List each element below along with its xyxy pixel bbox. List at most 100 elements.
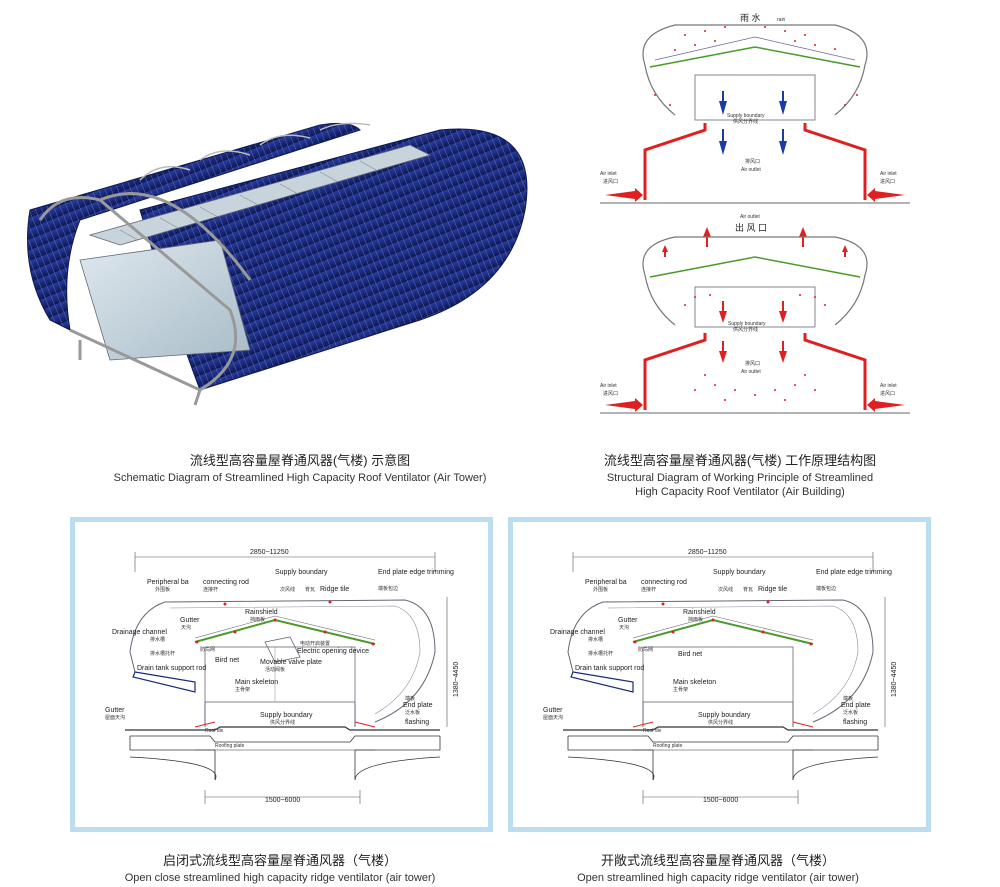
air-inlet-cn-right-2: 进风口 <box>880 390 895 397</box>
lbl-roofing-plate: Roofing plate <box>653 743 683 749</box>
lbl-connecting-rod: connecting rod <box>641 579 687 586</box>
lbl-supply-boundary: Supply boundary <box>275 569 328 576</box>
lbl-supply-boundary-2-cn: 供风分界线 <box>270 719 295 726</box>
bottom-left-caption-en: Open close streamlined high capacity rid… <box>124 872 436 884</box>
lbl-end-plate-cn: 端板 <box>405 695 415 702</box>
bottom-right-caption-cn: 开敞式流线型高容量屋脊通风器（气楼） <box>600 853 835 868</box>
lbl-rainshield: Rainshield <box>683 609 716 616</box>
open-ventilator-section: 2850~11250 1380~4450 1500~6000 Perip <box>543 549 898 804</box>
supply-boundary-cn-2: 供风分界线 <box>733 326 758 333</box>
lbl-rainshield-cn: 挡雨板 <box>250 616 265 623</box>
lbl-main-skeleton-cn: 主骨架 <box>673 686 688 693</box>
lbl-supply-boundary-cn: 次风线 <box>718 586 733 593</box>
ventilator-3d-illustration <box>27 122 528 406</box>
lbl-supply-boundary-2: Supply boundary <box>260 712 313 719</box>
lbl-rainshield: Rainshield <box>245 609 278 616</box>
bottom-right-caption-en: Open streamlined high capacity ridge ven… <box>577 872 859 884</box>
air-outlet-top-cn: 出 风 口 <box>735 222 767 233</box>
lbl-bird-net-cn: 防鸟网 <box>638 646 653 653</box>
lbl-main-skeleton: Main skeleton <box>673 679 716 686</box>
lbl-gutter-2: Gutter <box>543 707 563 714</box>
lbl-ridge-tile: Ridge tile <box>758 586 787 593</box>
dim-bottom: 1500~6000 <box>265 797 300 804</box>
lbl-roof-tile: Roof tile <box>643 728 662 734</box>
air-inlet-cn-left: 进风口 <box>603 178 618 185</box>
lbl-supply-boundary-2: Supply boundary <box>698 712 751 719</box>
lbl-gutter-2-cn: 屋面天沟 <box>105 714 125 721</box>
supply-boundary-en: Supply boundary <box>727 113 765 119</box>
lbl-roof-tile: Roof tile <box>205 728 224 734</box>
glass-panel <box>79 239 251 361</box>
lbl-end-plate: End plate <box>841 702 871 709</box>
air-inlet-cn-right: 进风口 <box>880 178 895 185</box>
bottom-right-frame: 2850~11250 1380~4450 1500~6000 Perip <box>508 517 931 832</box>
lbl-flashing: flashing <box>405 719 429 726</box>
lbl-drain-tank-cn: 排水槽托杆 <box>150 650 175 657</box>
lbl-bird-net-cn: 防鸟网 <box>200 646 215 653</box>
air-outlet-cn-2: 排风口 <box>745 360 760 367</box>
left-shell <box>27 122 361 331</box>
lbl-ridge-tile-cn: 脊瓦 <box>743 586 753 593</box>
lbl-drain-tank: Drain tank support rod <box>575 665 644 672</box>
lbl-main-skeleton: Main skeleton <box>235 679 278 686</box>
dim-top: 2850~11250 <box>688 549 727 556</box>
lbl-electric-cn: 电动开启装置 <box>300 640 330 647</box>
lbl-drainage-channel: Drainage channel <box>112 629 167 636</box>
bottom-left-frame: 2850~11250 1380~4450 <box>70 517 493 832</box>
lbl-end-plate-edge-cn: 端板包边 <box>816 585 836 592</box>
lbl-peripheral-cn: 外围板 <box>155 586 170 593</box>
lbl-gutter-2: Gutter <box>105 707 125 714</box>
air-outlet-top-en: Air outlet <box>740 214 760 220</box>
ridge-slats <box>88 144 432 246</box>
air-outlet-en: Air outlet <box>741 167 761 173</box>
working-principle-panel: 雨 水 rain Supply boundary 供风分界线 <box>595 5 915 435</box>
lbl-drainage-channel-cn: 排水槽 <box>588 636 603 643</box>
lbl-electric: Electric opening device <box>297 648 369 655</box>
lbl-drainage-channel: Drainage channel <box>550 629 605 636</box>
schematic-3d-panel <box>20 60 580 430</box>
dim-side: 1380~4450 <box>891 662 898 697</box>
top-right-caption-en-2: High Capacity Roof Ventilator (Air Build… <box>635 486 845 498</box>
lbl-movable-valve: Movable valve plate <box>260 659 322 666</box>
top-left-caption-cn: 流线型高容量屋脊通风器(气楼) 示意图 <box>189 453 411 468</box>
lbl-end-plate-cn: 端板 <box>843 695 853 702</box>
lbl-supply-boundary: Supply boundary <box>713 569 766 576</box>
lbl-gutter: Gutter <box>618 617 638 624</box>
lbl-main-skeleton-cn: 主骨架 <box>235 686 250 693</box>
lbl-bird-net: Bird net <box>215 657 239 664</box>
dim-top: 2850~11250 <box>250 549 289 556</box>
lbl-supply-boundary-cn: 次风线 <box>280 586 295 593</box>
lbl-connecting-rod: connecting rod <box>203 579 249 586</box>
working-principle-diagram: 雨 水 rain Supply boundary 供风分界线 <box>600 12 910 414</box>
lbl-end-plate-edge: End plate edge trimming <box>378 569 454 576</box>
supply-boundary-cn: 供风分界线 <box>733 118 758 125</box>
lbl-peripheral: Peripheral ba <box>585 579 627 586</box>
lbl-drainage-channel-cn: 排水槽 <box>150 636 165 643</box>
bottom-left-caption-cn: 启闭式流线型高容量屋脊通风器（气楼） <box>162 853 397 868</box>
rain-label-en: rain <box>777 17 786 23</box>
lbl-end-plate-edge: End plate edge trimming <box>816 569 892 576</box>
lbl-end-plate: End plate <box>403 702 433 709</box>
air-inlet-cn-left-2: 进风口 <box>603 390 618 397</box>
lbl-drain-tank-cn: 排水槽托杆 <box>588 650 613 657</box>
air-inlet-en-right: Air inlet <box>880 171 897 177</box>
lbl-movable-valve-cn: 活动阀板 <box>265 666 285 673</box>
lbl-ridge-tile-cn: 脊瓦 <box>305 586 315 593</box>
lbl-gutter-2-cn: 屋面天沟 <box>543 714 563 721</box>
lbl-connecting-rod-cn: 连接杆 <box>641 586 656 593</box>
outflow-diagram: Air outlet 出 风 口 Supply boundary 供风分界线 <box>600 214 910 414</box>
lbl-flashing-cn: 泛水板 <box>405 709 420 716</box>
closable-ventilator-section: 2850~11250 1380~4450 <box>105 549 460 804</box>
lbl-gutter-cn: 天沟 <box>619 624 629 631</box>
lbl-connecting-rod-cn: 连接杆 <box>203 586 218 593</box>
lbl-flashing: flashing <box>843 719 867 726</box>
lbl-peripheral-cn: 外围板 <box>593 586 608 593</box>
lbl-end-plate-edge-cn: 端板包边 <box>378 585 398 592</box>
lbl-bird-net: Bird net <box>678 651 702 658</box>
air-inlet-en-left: Air inlet <box>600 171 617 177</box>
rain-label-cn: 雨 水 <box>740 12 761 23</box>
dim-bottom: 1500~6000 <box>703 797 738 804</box>
lbl-gutter: Gutter <box>180 617 200 624</box>
lbl-ridge-tile: Ridge tile <box>320 586 349 593</box>
dim-side: 1380~4450 <box>453 662 460 697</box>
